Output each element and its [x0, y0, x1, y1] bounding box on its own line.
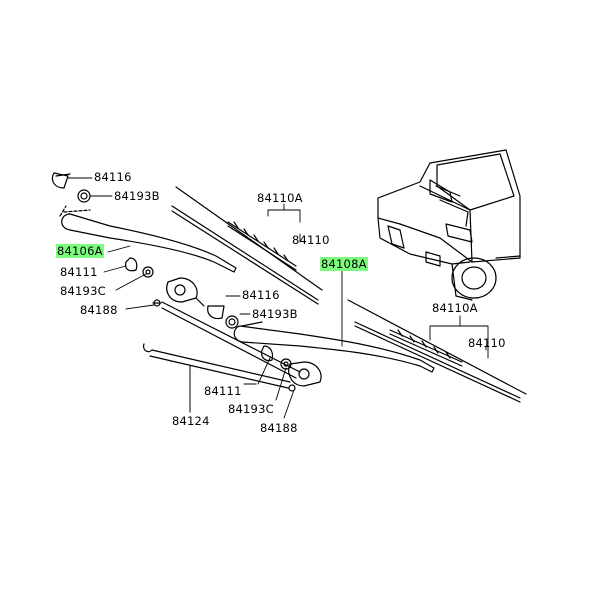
part-label-84116-mid: 84116 [242, 288, 280, 302]
part-label-84193b-mid: 84193B [252, 307, 298, 321]
part-label-84193b-top: 84193B [114, 189, 160, 203]
part-label-84193c-bottom: 84193C [228, 402, 274, 416]
part-label-84110a-top: 84110A [257, 191, 303, 205]
left-small-parts [52, 173, 161, 306]
part-label-84188-left: 84188 [80, 303, 118, 317]
part-label-84110-right: 84110 [468, 336, 506, 350]
top-wiper-blade [172, 187, 322, 304]
leader-lines [68, 178, 488, 418]
part-label-84111-bottom: 84111 [204, 384, 242, 398]
part-label-84188-bottom: 84188 [260, 421, 298, 435]
part-label-84116-top: 84116 [94, 170, 132, 184]
part-label-84108a: 84108A [320, 257, 368, 271]
part-label-84111-left: 84111 [60, 265, 98, 279]
part-label-84110a-right: 84110A [432, 301, 478, 315]
linkage-assembly [144, 278, 321, 391]
right-wiper-blade [348, 300, 526, 402]
part-label-84193c-left: 84193C [60, 284, 106, 298]
part-label-84124: 84124 [172, 414, 210, 428]
left-wiper-arm [60, 206, 236, 272]
vehicle-sketch [378, 150, 520, 300]
part-label-84106a: 84106A [56, 244, 104, 258]
part-label-84110-top: 84110 [292, 233, 330, 247]
